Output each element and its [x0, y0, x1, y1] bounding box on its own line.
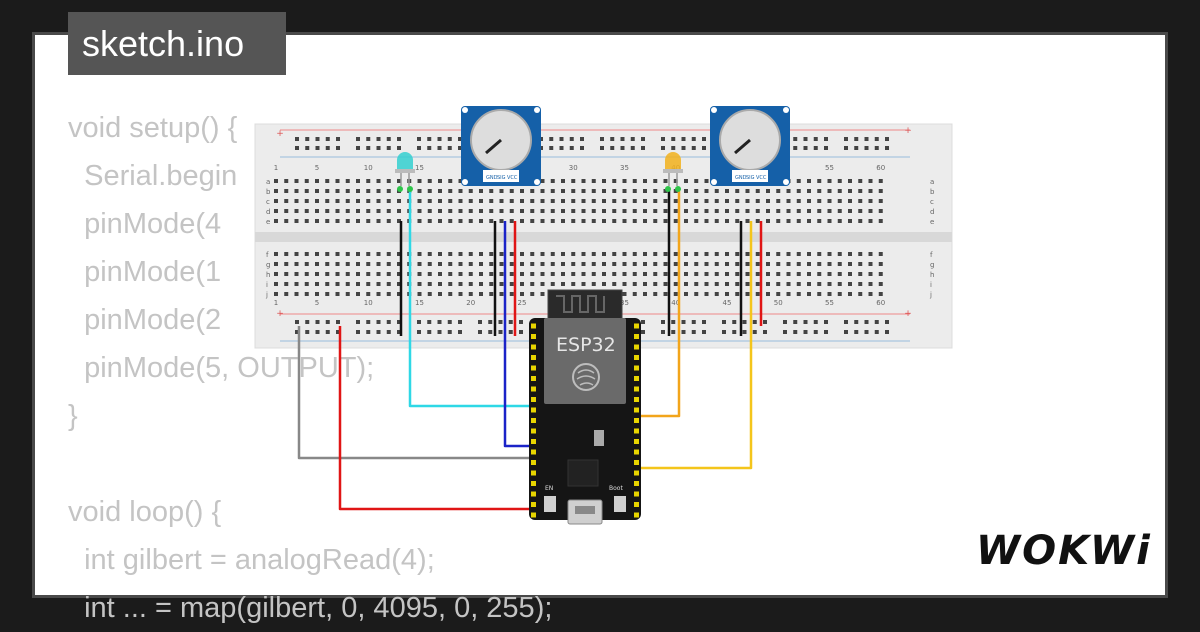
pot1-pin-vcc: VCC [507, 175, 518, 181]
row-letter: j [265, 291, 268, 299]
rail-plus-label: + [276, 129, 284, 139]
column-number: 5 [315, 164, 319, 172]
usb-uart-chip [567, 459, 599, 487]
row-letter: j [929, 291, 932, 299]
pot1-pin-gnd: GND [486, 175, 498, 181]
row-letter: a [266, 178, 270, 186]
crystal [594, 430, 604, 446]
code-line: pinMode(4 [68, 208, 222, 240]
code-line: pinMode(1 [68, 256, 222, 288]
code-line: int gilbert = analogRead(4); [68, 544, 435, 576]
code-line: pinMode(5, OUTPUT); [68, 352, 375, 384]
esp32-module-shield [544, 318, 626, 404]
column-number: 35 [620, 299, 629, 307]
wokwi-logo[interactable]: WOKWi [976, 528, 1152, 574]
column-number: 45 [723, 299, 732, 307]
column-number: 1 [274, 164, 278, 172]
gray-wire [297, 326, 533, 460]
rail-plus-label: + [904, 126, 912, 136]
board-header-pins [531, 323, 639, 518]
column-number: 5 [315, 299, 319, 307]
column-number: 15 [415, 299, 424, 307]
row-letter: c [930, 198, 934, 206]
yellow-wire [637, 221, 753, 470]
filename-tab: sketch.ino [68, 12, 286, 75]
led-orange[interactable] [663, 152, 683, 192]
potentiometer-2[interactable]: GND SIG VCC [710, 106, 790, 186]
boot-label: Boot [609, 485, 623, 492]
code-line: void loop() { [68, 496, 222, 528]
en-button[interactable] [544, 496, 556, 512]
column-number: 60 [876, 299, 885, 307]
row-letter: f [266, 251, 269, 259]
column-number: 40 [671, 299, 680, 307]
potentiometer-1[interactable]: GND SIG VCC [461, 106, 541, 186]
code-line: } [68, 400, 78, 432]
code-line: void setup() { [68, 112, 238, 144]
column-number: 10 [364, 164, 373, 172]
row-letter: d [266, 208, 270, 216]
row-letter: a [930, 178, 934, 186]
column-number: 30 [569, 164, 578, 172]
column-number: 20 [466, 299, 475, 307]
pot2-pin-sig: SIG [746, 175, 755, 181]
code-line: Serial.begin [68, 160, 238, 192]
breadboard-center-channel [255, 232, 952, 242]
row-letter: e [266, 218, 270, 226]
red-wire [338, 326, 533, 511]
column-number: 10 [364, 299, 373, 307]
row-letter: f [930, 251, 933, 259]
row-letter: h [930, 271, 934, 279]
column-number: 50 [774, 299, 783, 307]
pot2-pin-vcc: VCC [756, 175, 767, 181]
row-letter: h [266, 271, 270, 279]
column-number: 1 [274, 299, 278, 307]
column-number: 25 [518, 299, 527, 307]
en-label: EN [545, 485, 553, 492]
row-letter: g [266, 261, 270, 269]
row-letter: d [930, 208, 934, 216]
column-number: 15 [415, 164, 424, 172]
row-letter: i [266, 281, 268, 289]
column-number: 35 [620, 164, 629, 172]
rail-plus-label: + [904, 309, 912, 319]
breadboard-labels: 1155101015152020252530303535404045455050… [265, 126, 935, 319]
orange-wire [637, 190, 681, 418]
espressif-logo-icon [572, 363, 600, 391]
code-preview: void setup() { Serial.begin pinMode(4 pi… [68, 104, 552, 632]
row-letter: e [930, 218, 934, 226]
row-letter: c [266, 198, 270, 206]
row-letter: b [266, 188, 271, 196]
row-letter: b [930, 188, 935, 196]
column-number: 55 [825, 164, 834, 172]
boot-button[interactable] [614, 496, 626, 512]
breadboard-holes [274, 179, 883, 296]
column-number: 55 [825, 299, 834, 307]
esp32-board[interactable]: EN Boot [529, 289, 641, 525]
esp32-chip-label: ESP32 [556, 334, 616, 356]
column-number: 60 [876, 164, 885, 172]
rail-plus-label: + [276, 309, 284, 319]
row-letter: i [930, 281, 932, 289]
row-letter: g [930, 261, 934, 269]
pot1-pin-sig: SIG [497, 175, 506, 181]
pot2-pin-gnd: GND [735, 175, 747, 181]
led-cyan[interactable] [395, 152, 415, 192]
code-line: int ... = map(gilbert, 0, 4095, 0, 255); [68, 592, 553, 624]
code-line: pinMode(2 [68, 304, 222, 336]
